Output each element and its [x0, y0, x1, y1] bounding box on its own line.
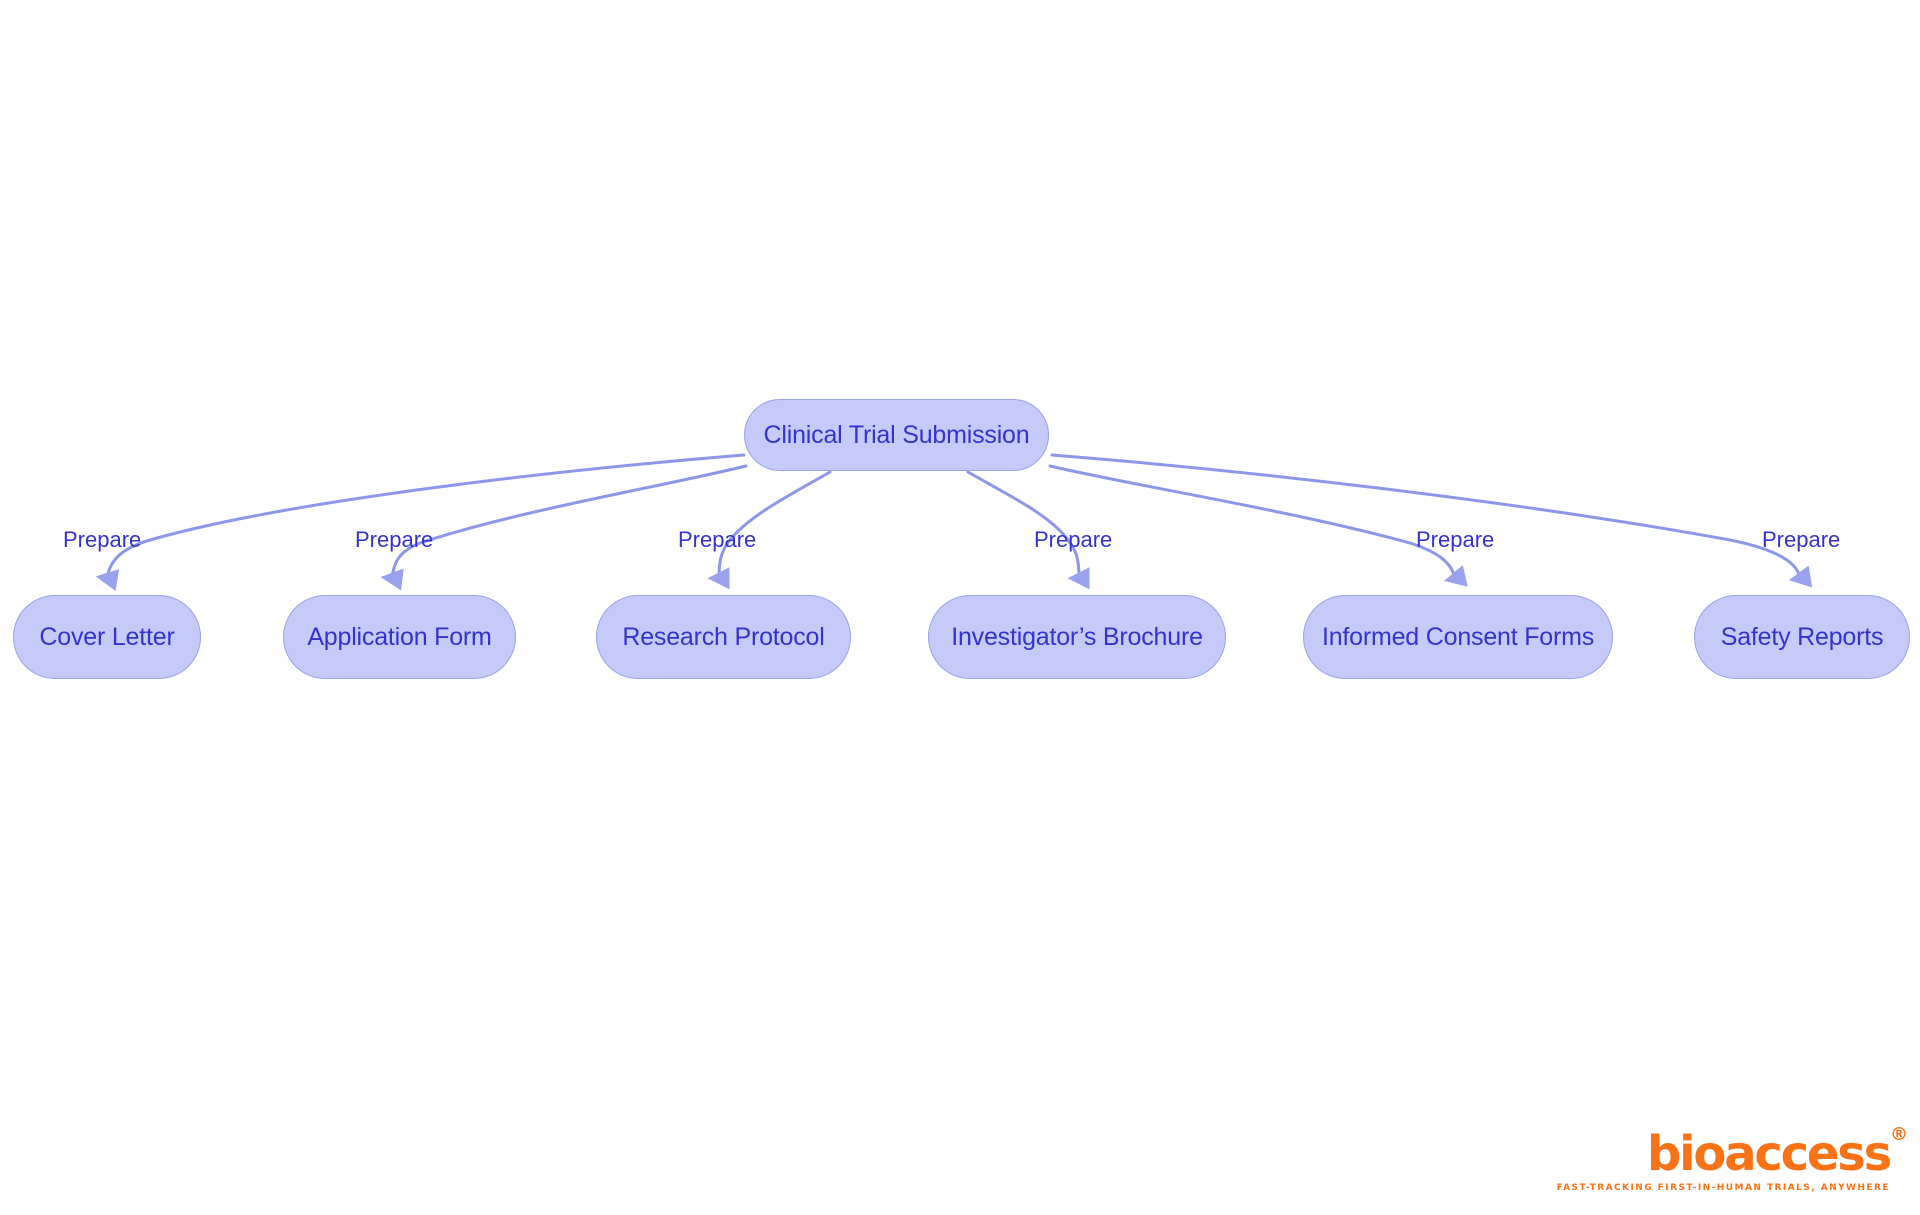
brand-wordmark: bioaccess ® — [1647, 1126, 1908, 1179]
node-safety-reports[interactable]: Safety Reports — [1694, 595, 1910, 679]
edge-informed-consent-forms — [1048, 464, 1468, 587]
edge-research-protocol — [707, 470, 832, 590]
edge-label-application-form: Prepare — [355, 527, 434, 552]
node-investigators-brochure[interactable]: Investigator’s Brochure — [928, 595, 1226, 679]
edge-application-form — [380, 464, 748, 591]
brand-tagline: FAST-TRACKING FIRST-IN-HUMAN TRIALS, ANY… — [1556, 1183, 1890, 1193]
registered-trademark-icon: ® — [1890, 1124, 1908, 1145]
edge-cover-letter — [95, 453, 746, 591]
edge-safety-reports — [1050, 453, 1813, 588]
node-clinical-trial-submission[interactable]: Clinical Trial Submission — [744, 399, 1049, 471]
edge-label-investigators-brochure: Prepare — [1034, 527, 1113, 552]
node-informed-consent-forms[interactable]: Informed Consent Forms — [1303, 595, 1613, 679]
node-cover-letter[interactable]: Cover Letter — [13, 595, 201, 679]
edge-label-cover-letter: Prepare — [63, 527, 142, 552]
node-research-protocol[interactable]: Research Protocol — [596, 595, 851, 679]
edge-investigators-brochure — [966, 470, 1090, 590]
node-application-form[interactable]: Application Form — [283, 595, 516, 679]
edge-label-research-protocol: Prepare — [678, 527, 757, 552]
bioaccess-logo: bioaccess ® FAST-TRACKING FIRST-IN-HUMAN… — [1556, 1126, 1908, 1194]
edge-label-informed-consent-forms: Prepare — [1416, 527, 1495, 552]
edge-label-safety-reports: Prepare — [1762, 527, 1841, 552]
brand-name: bioaccess — [1647, 1126, 1892, 1182]
